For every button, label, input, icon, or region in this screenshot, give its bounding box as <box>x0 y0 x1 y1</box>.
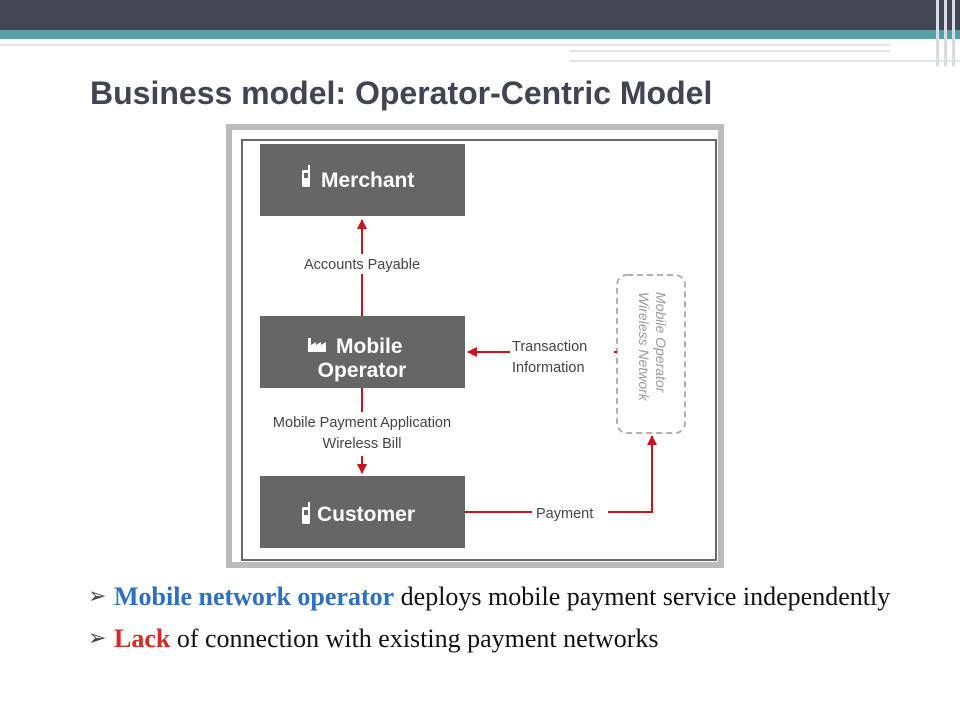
diagram-canvas: Merchant Mobile Operator Customer <box>232 130 718 562</box>
payment-application-label-line2: Wireless Bill <box>323 436 402 452</box>
diagram-border <box>241 139 717 561</box>
header-teal-band <box>0 30 960 39</box>
phone-icon <box>302 502 310 524</box>
header-rule <box>0 44 890 46</box>
edge-payment: Payment <box>465 435 657 523</box>
slide-title: Business model: Operator-Centric Model <box>90 75 713 111</box>
diagram-svg: Merchant Mobile Operator Customer <box>260 144 686 548</box>
wireless-network-node: Mobile Operator Wireless Network <box>616 274 686 434</box>
header-vertical-rule <box>936 0 939 66</box>
transaction-label-line2: Information <box>512 360 585 376</box>
bullet-list: ➢ Mobile network operator deploys mobile… <box>88 580 948 664</box>
merchant-label: Merchant <box>321 169 414 192</box>
header-dark-band <box>0 0 960 30</box>
merchant-node: Merchant <box>260 144 465 216</box>
header-vertical-rule <box>944 0 947 66</box>
operator-label-line1: Mobile <box>336 335 403 358</box>
accounts-payable-label: Accounts Payable <box>304 257 420 273</box>
operator-label-line2: Operator <box>318 359 407 382</box>
bullet-text: of connection with existing payment netw… <box>170 624 659 653</box>
transaction-label-line1: Transaction <box>512 339 587 355</box>
diagram-frame: Merchant Mobile Operator Customer <box>226 124 724 568</box>
arrow-bullet-icon: ➢ <box>88 584 107 609</box>
bullet-highlight: Mobile network operator <box>114 582 395 611</box>
arrow-bullet-icon: ➢ <box>88 626 107 651</box>
factory-icon <box>308 338 326 352</box>
bullet-highlight: Lack <box>114 624 171 653</box>
edge-payment-application: Mobile Payment Application Wireless Bill <box>262 388 462 474</box>
bullet-text: deploys mobile payment service independe… <box>394 582 891 611</box>
network-label-line1: Mobile Operator <box>653 292 669 394</box>
bullet-item: ➢ Lack of connection with existing payme… <box>88 622 948 656</box>
payment-application-label-line1: Mobile Payment Application <box>273 415 451 431</box>
phone-icon <box>302 165 310 187</box>
operator-node: Mobile Operator <box>260 316 465 388</box>
header-rule <box>570 60 960 62</box>
edge-transaction-information: Transaction Information <box>467 336 617 380</box>
payment-label: Payment <box>536 506 593 522</box>
customer-node: Customer <box>260 476 465 548</box>
edge-accounts-payable: Accounts Payable <box>286 219 438 316</box>
network-label-line2: Wireless Network <box>636 292 652 402</box>
header-vertical-rule <box>952 0 955 66</box>
customer-label: Customer <box>317 503 415 526</box>
bullet-item: ➢ Mobile network operator deploys mobile… <box>88 580 948 614</box>
header-rule <box>570 50 890 52</box>
